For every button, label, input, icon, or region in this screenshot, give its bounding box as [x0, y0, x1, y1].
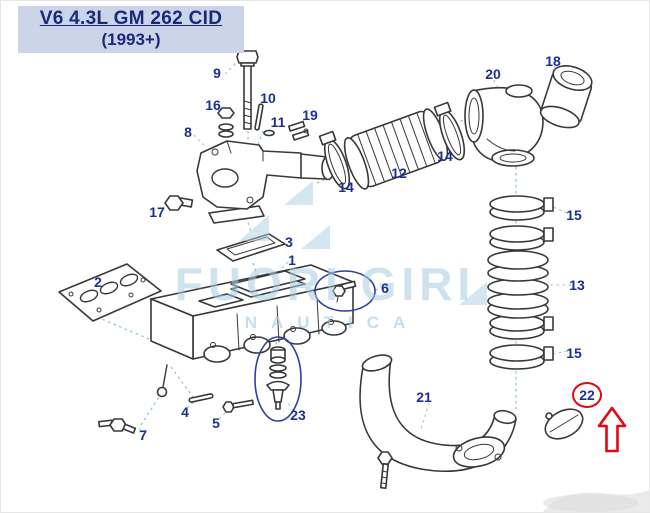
highlight-arrow-icon — [597, 406, 627, 453]
part-17-plug — [164, 195, 194, 211]
part-16-hardware — [217, 107, 235, 138]
part-21-pipe — [359, 354, 517, 490]
part-22-flapper — [544, 408, 584, 440]
part-4-stud — [188, 393, 214, 403]
scan-artifact — [542, 489, 649, 512]
part-20-elbow — [464, 84, 544, 167]
callout-oval-part-23 — [254, 336, 302, 422]
callout-oval-part-6 — [314, 270, 376, 312]
logo-triangles — [239, 181, 487, 305]
part-9-bolt — [236, 50, 259, 130]
part-8-housing — [196, 140, 335, 224]
diagram-title-line1: V6 4.3L GM 262 CID — [39, 8, 223, 29]
diagram-title: V6 4.3L GM 262 CID (1993+) — [18, 6, 244, 53]
part-1-manifold — [150, 264, 354, 398]
part-18-cap — [539, 65, 593, 129]
part-11-washer — [263, 129, 275, 137]
part-6-fitting — [332, 280, 357, 303]
highlight-circle — [572, 382, 602, 408]
part-2-gasket — [58, 263, 162, 322]
part-14-clamps — [318, 101, 466, 190]
part-5-screw — [222, 399, 254, 413]
part-10-stud — [254, 103, 264, 131]
part-13-hose — [487, 250, 549, 319]
part-23-drain — [266, 346, 290, 410]
part-19-fitting — [287, 120, 310, 141]
part-12-hose — [343, 108, 449, 190]
part-7-fitting — [98, 418, 137, 434]
diagram-title-line2: (1993+) — [101, 30, 161, 49]
callout-ovals — [254, 270, 376, 422]
part-15-clamps — [489, 195, 554, 370]
